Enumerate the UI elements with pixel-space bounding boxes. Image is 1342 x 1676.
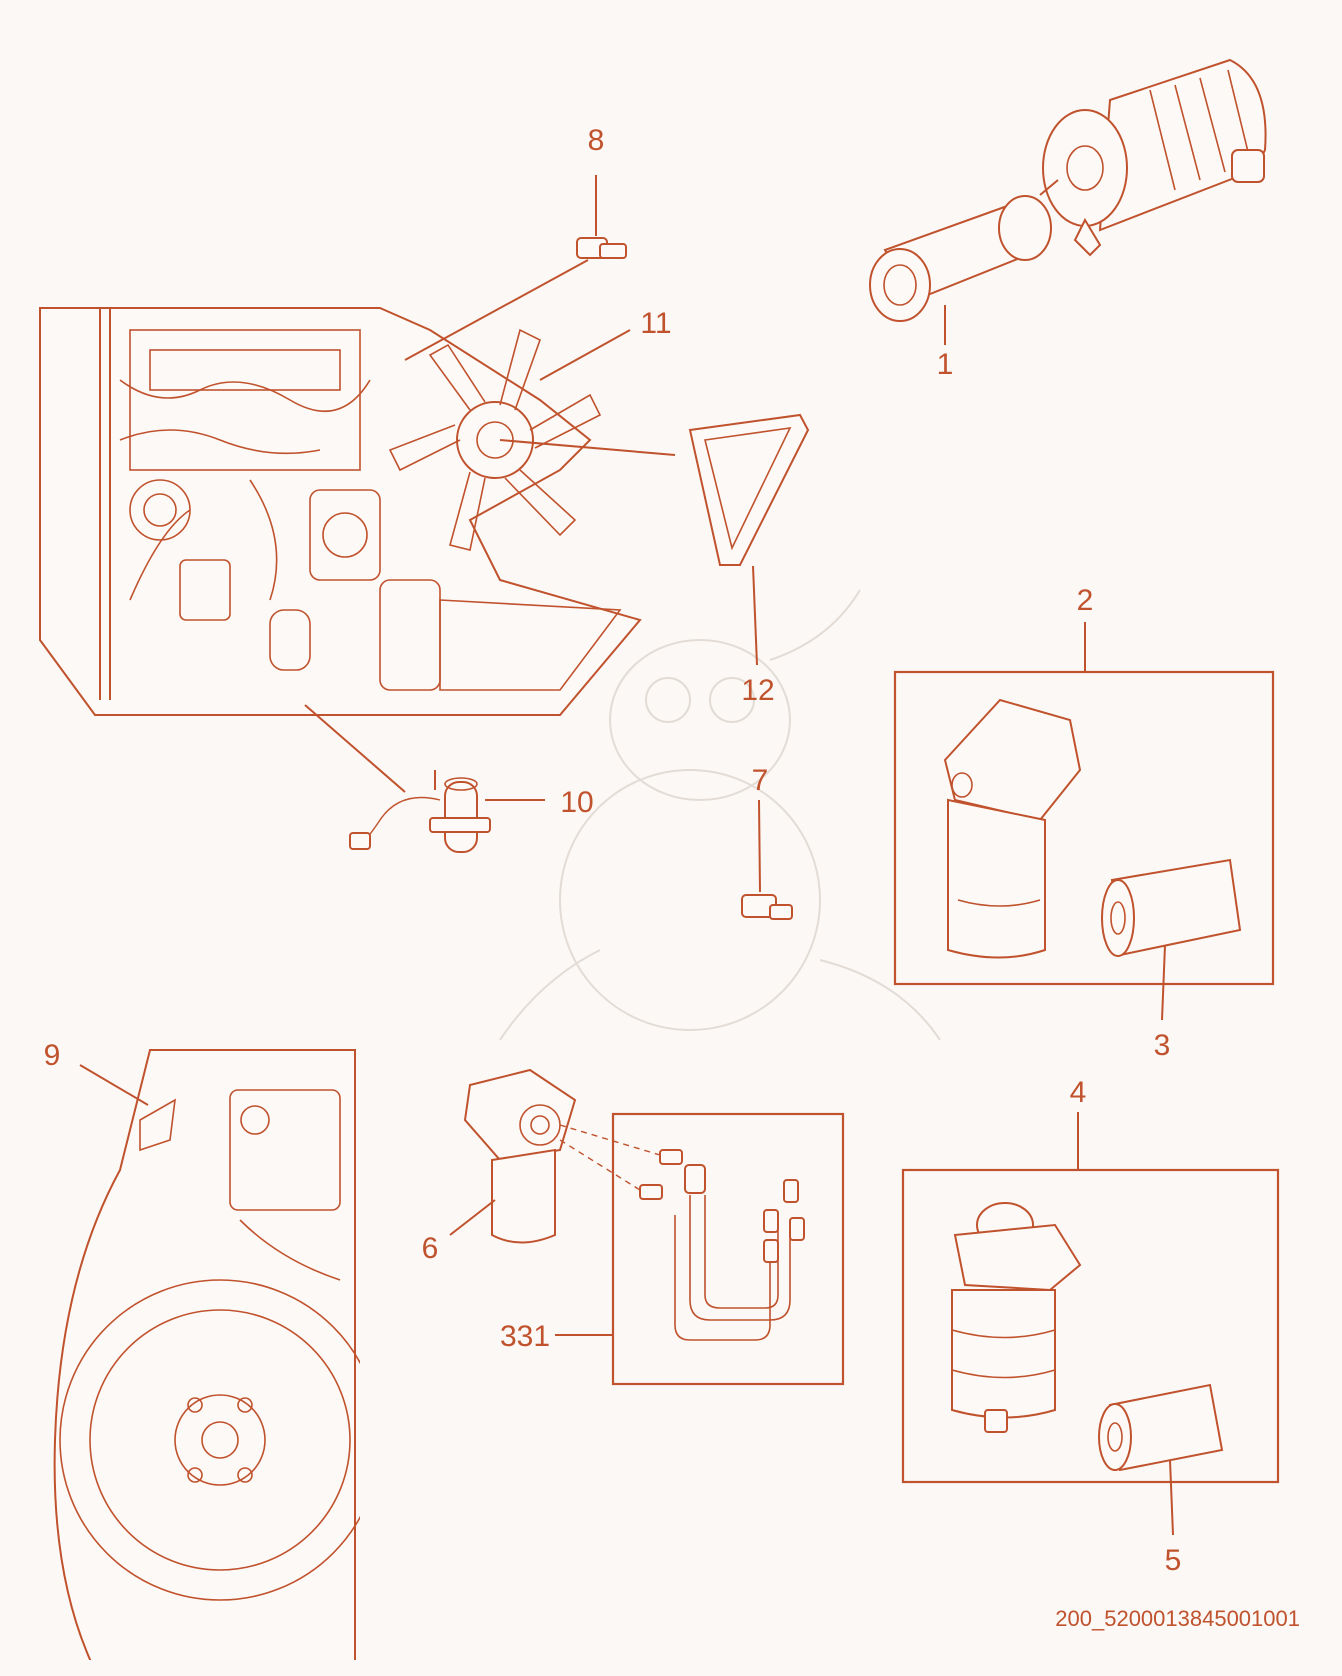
solenoid-part-10: 10	[304, 704, 594, 853]
callout-331: 331	[500, 1320, 550, 1353]
callout-8: 8	[588, 124, 605, 157]
air-filter-part-1: 1	[869, 58, 1267, 381]
callout-3: 3	[1154, 1029, 1171, 1062]
callout-12: 12	[741, 674, 774, 707]
fuel-filter-part-2: 2 3	[893, 584, 1275, 1062]
callout-11: 11	[640, 307, 671, 340]
callout-4: 4	[1070, 1076, 1087, 1109]
document-code: 200_5200013845001001	[1055, 1606, 1300, 1631]
watermark-figure	[499, 589, 941, 1041]
oil-filter-part-6: 6	[422, 1068, 661, 1265]
callout-6: 6	[422, 1232, 439, 1265]
fan-belt-part-12: 11 12	[499, 307, 810, 707]
hose-kit-part-331: 331	[500, 1112, 845, 1386]
callout-7: 7	[752, 764, 769, 797]
sensor-part-8: 8	[404, 124, 627, 361]
callout-10: 10	[560, 786, 593, 819]
flywheel-housing-part-9: 9	[44, 1039, 360, 1660]
callout-5: 5	[1165, 1544, 1182, 1577]
fan	[388, 328, 602, 551]
callout-1: 1	[937, 348, 954, 381]
callout-9: 9	[44, 1039, 61, 1072]
fuel-prefilter-part-4: 4 5	[901, 1076, 1280, 1577]
callout-2: 2	[1077, 584, 1094, 617]
engine-assembly-view	[39, 307, 642, 716]
sensor-part-7: 7	[741, 764, 793, 920]
